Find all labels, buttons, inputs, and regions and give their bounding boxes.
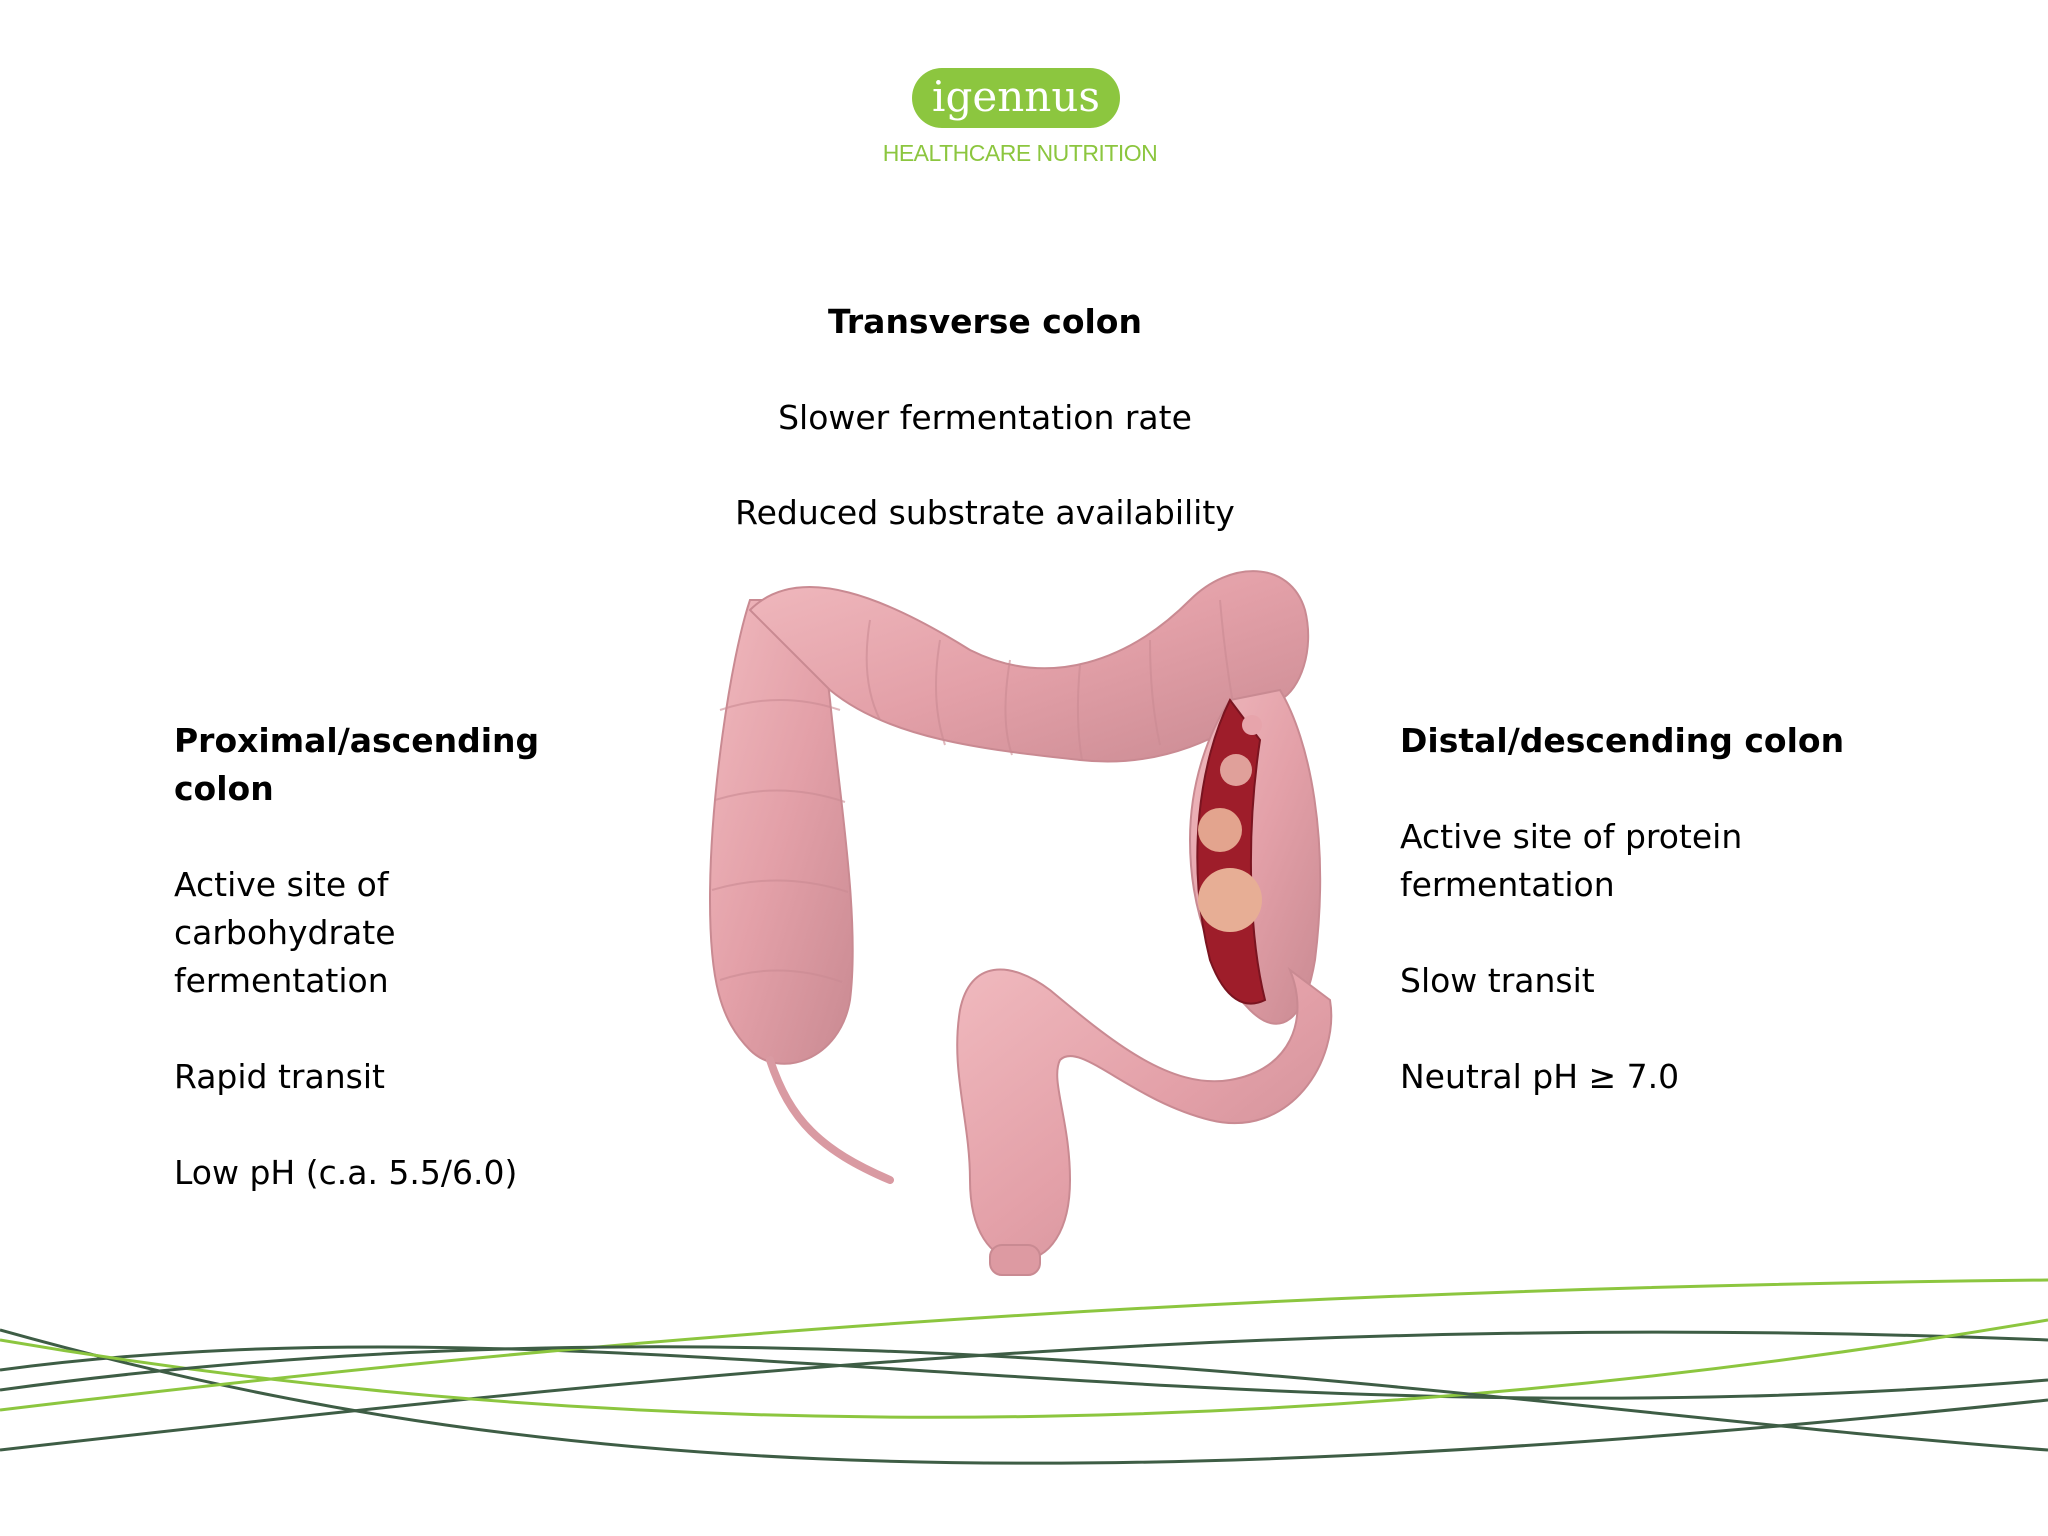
proximal-line-3: Low pH (c.a. 5.5/6.0)	[174, 1153, 518, 1192]
wave-dark-3	[0, 1330, 2048, 1452]
transverse-colon	[748, 570, 1310, 763]
rectum-end	[989, 1244, 1041, 1276]
igennus-logo: igennus HEALTHCARE NUTRITION	[872, 66, 1176, 176]
wave-green-2	[0, 1318, 2048, 1419]
proximal-line-2: Rapid transit	[174, 1057, 385, 1096]
distal-heading: Distal/descending colon	[1400, 721, 1845, 760]
wave-dark-2	[0, 1345, 2048, 1400]
distal-line-3: Neutral pH ≥ 7.0	[1400, 1057, 1680, 1096]
polyp-3	[1198, 808, 1242, 852]
distal-line-1: Active site of protein fermentation	[1400, 817, 1743, 904]
proximal-heading: Proximal/ascending colon	[174, 721, 540, 808]
distal-line-2: Slow transit	[1400, 961, 1595, 1000]
ascending-colon	[708, 599, 894, 1184]
logo-tagline: HEALTHCARE NUTRITION	[882, 140, 1158, 166]
wave-dark-4	[0, 1345, 2048, 1452]
proximal-colon-block: Proximal/ascending colon Active site of …	[174, 717, 634, 1197]
decorative-waves	[0, 1278, 2048, 1465]
sigmoid-colon	[956, 967, 1333, 1276]
transverse-colon-block: Transverse colon Slower fermentation rat…	[650, 298, 1320, 537]
colon-illustration	[708, 570, 1333, 1276]
wave-green-1	[0, 1278, 2048, 1412]
wave-dark-1	[0, 1328, 2048, 1465]
proximal-line-1: Active site of carbohydrate fermentation	[174, 865, 396, 1000]
polyp-2	[1220, 754, 1252, 786]
transverse-line-2: Reduced substrate availability	[735, 493, 1235, 532]
transverse-line-1: Slower fermentation rate	[778, 398, 1192, 437]
polyp-1	[1242, 715, 1262, 735]
polyp-4	[1198, 868, 1262, 932]
descending-colon	[1188, 688, 1322, 1025]
transverse-heading: Transverse colon	[828, 302, 1142, 341]
logo-brand-pill: igennus	[912, 68, 1120, 128]
distal-colon-block: Distal/descending colon Active site of p…	[1400, 717, 1920, 1101]
